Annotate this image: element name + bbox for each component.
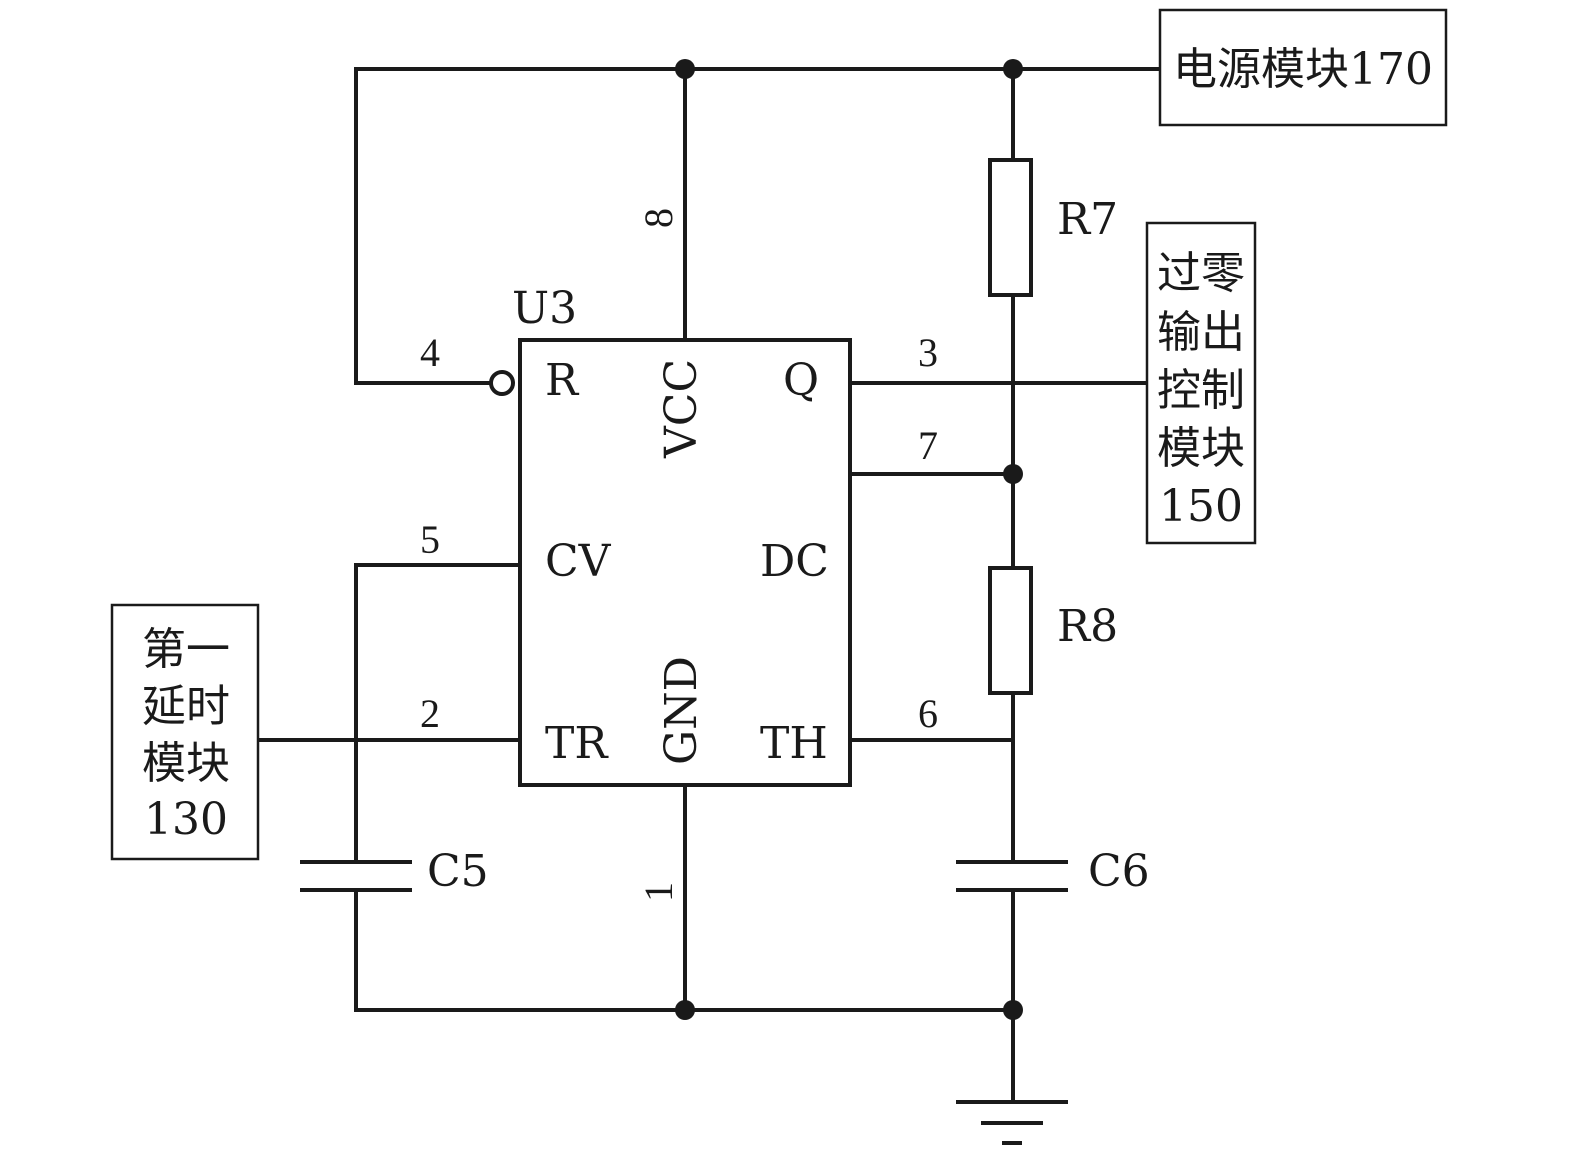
pin-name-tr: TR bbox=[545, 718, 609, 769]
first-delay-module-line: 延时 bbox=[142, 681, 230, 732]
pin-number-8: 8 bbox=[636, 208, 681, 228]
junctions bbox=[675, 59, 1023, 1020]
reset-inversion-bubble bbox=[489, 370, 515, 396]
pin-number-3: 3 bbox=[918, 330, 938, 375]
first-delay-module-line: 模块 bbox=[142, 738, 230, 789]
junction-dot bbox=[675, 59, 695, 79]
zero-cross-module-line: 输出 bbox=[1157, 307, 1245, 358]
pin-number-5: 5 bbox=[420, 517, 440, 562]
pin-number-4: 4 bbox=[420, 330, 440, 375]
pin-number-1: 1 bbox=[636, 882, 681, 902]
first-delay-module-line: 130 bbox=[144, 794, 228, 845]
junction-dot bbox=[1003, 1000, 1023, 1020]
r8-resistor bbox=[988, 566, 1033, 695]
pin-name-q: Q bbox=[783, 355, 819, 406]
wires bbox=[256, 67, 1162, 1104]
u3-chip-body bbox=[518, 338, 852, 787]
pin-name-gnd: GND bbox=[656, 656, 707, 765]
pin-name-vcc: VCC bbox=[656, 359, 707, 459]
chip-ref-label: U3 bbox=[512, 283, 577, 334]
power-module-label: 电源模块170 bbox=[1173, 44, 1433, 95]
zero-cross-module-line: 控制 bbox=[1157, 365, 1245, 416]
power-module: 电源模块170 bbox=[1158, 8, 1448, 127]
zero-cross-module-line: 模块 bbox=[1157, 423, 1245, 474]
c5-capacitor bbox=[300, 860, 412, 892]
c5-label: C5 bbox=[427, 846, 489, 897]
pin-name-dc: DC bbox=[760, 536, 829, 587]
vcc-rail bbox=[354, 67, 1162, 385]
junction-dot bbox=[675, 1000, 695, 1020]
pin-name-cv: CV bbox=[545, 536, 612, 587]
zero-cross-module-line: 150 bbox=[1159, 481, 1243, 532]
ground-symbol bbox=[956, 1100, 1068, 1145]
pin-number-7: 7 bbox=[918, 423, 938, 468]
r7-resistor bbox=[988, 158, 1033, 297]
r8-label: R8 bbox=[1057, 601, 1118, 652]
zero-cross-module-line: 过零 bbox=[1157, 248, 1245, 299]
gnd-rail bbox=[354, 888, 1015, 1012]
pin-name-r: R bbox=[545, 355, 580, 406]
pin-number-2: 2 bbox=[420, 691, 440, 736]
pin-name-th: TH bbox=[760, 718, 828, 769]
junction-dot bbox=[1003, 59, 1023, 79]
junction-dot bbox=[1003, 464, 1023, 484]
first-delay-module-line: 第一 bbox=[142, 624, 230, 675]
c6-capacitor bbox=[956, 860, 1068, 892]
c6-label: C6 bbox=[1088, 846, 1150, 897]
cv-wire bbox=[354, 563, 522, 864]
zero-cross-output-control-module: 过零 输出 控制 模块 150 bbox=[1145, 221, 1257, 545]
r7-label: R7 bbox=[1057, 194, 1118, 245]
pin-number-6: 6 bbox=[918, 691, 938, 736]
first-delay-module: 第一 延时 模块 130 bbox=[110, 603, 260, 861]
